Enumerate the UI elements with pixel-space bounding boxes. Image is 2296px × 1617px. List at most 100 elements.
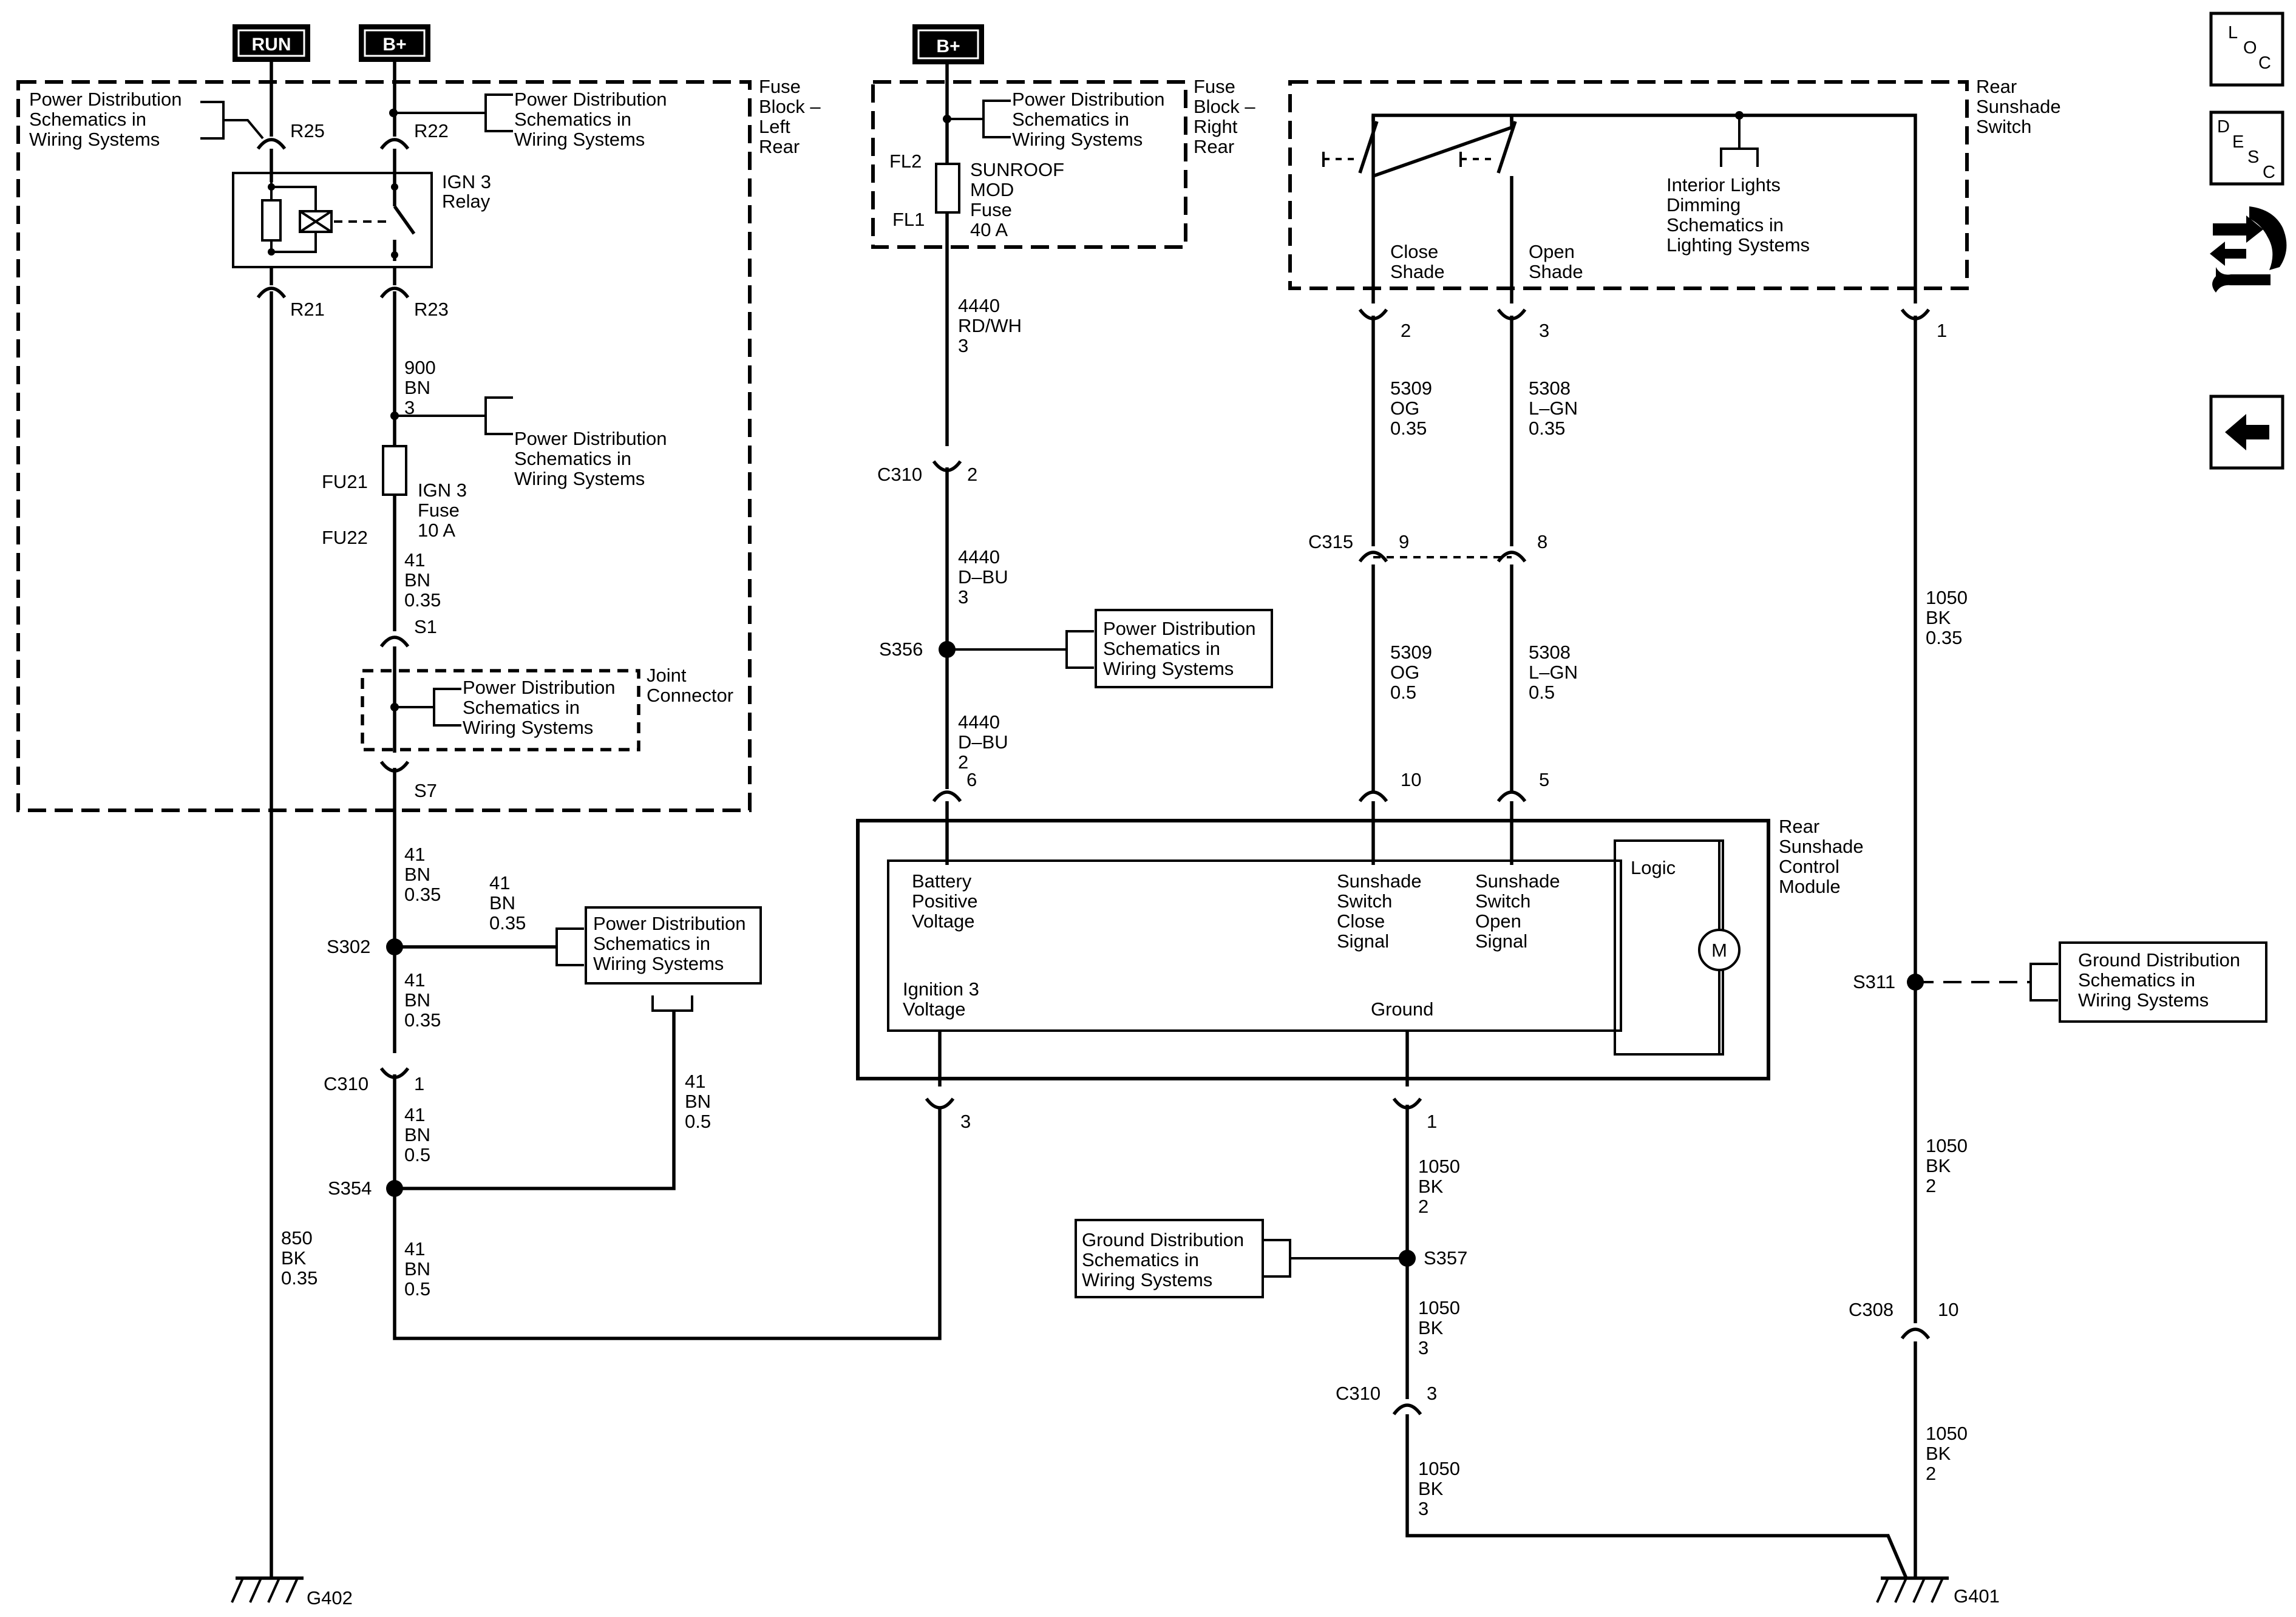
c310-left-label: C310 [324, 1073, 369, 1094]
svg-text:C: C [2258, 53, 2271, 73]
rear-sunshade-control-module [856, 819, 1770, 1080]
ref-ground-dist-s311: Ground Distribution Schematics in Wiring… [2078, 949, 2246, 1011]
ref-power-dist-fuse: Power Distribution Schematics in Wiring … [514, 428, 672, 489]
wire-1050-035-label: 1050 BK 0.35 [1926, 587, 1973, 648]
wire-4440-dbu3-label: 4440 D–BU 3 [958, 546, 1013, 608]
ref-power-dist-fbr: Power Distribution Schematics in Wiring … [1012, 89, 1170, 150]
fu22-label: FU22 [322, 527, 368, 548]
battery-positive-voltage-label: Battery Positive Voltage [912, 870, 983, 932]
switch-pin2-label: 2 [1401, 320, 1411, 341]
ref-box-ground-dist-s357[interactable] [1075, 1219, 1264, 1298]
wire-850-label: 850 BK 0.35 [281, 1227, 318, 1289]
wire-41-05-branch-label: 41 BN 0.5 [685, 1071, 716, 1132]
ign3-relay [232, 172, 433, 268]
r25-label: R25 [290, 120, 325, 141]
desc-button[interactable]: D E S C [2209, 110, 2284, 186]
bplus-source-mid: B+ [912, 24, 984, 64]
fuse-block-left-rear-outline [16, 80, 752, 812]
c310-pin2-label: 2 [967, 464, 977, 485]
wire-5309-035-label: 5309 OG 0.35 [1390, 378, 1438, 439]
close-shade-label: Close Shade [1390, 241, 1445, 282]
switch-pin3-label: 3 [1539, 320, 1549, 341]
c308-label: C308 [1849, 1299, 1894, 1320]
relay-label: IGN 3 Relay [442, 171, 497, 212]
relay-coil-x [299, 210, 333, 233]
module-pin1-label: 1 [1427, 1111, 1437, 1132]
run-label: RUN [252, 35, 291, 55]
logic-label: Logic [1631, 857, 1676, 878]
sunroof-fuse-label: SUNROOF MOD Fuse 40 A [970, 159, 1070, 240]
g401-label: G401 [1954, 1585, 2000, 1607]
g402-ground-symbol [231, 1576, 304, 1603]
wire-1050-2-module-label: 1050 BK 2 [1418, 1156, 1466, 1217]
ref-box-ground-dist-s311[interactable] [2059, 941, 2267, 1023]
ignition-voltage-label: Ignition 3 Voltage [903, 978, 984, 1020]
open-shade-switch [1459, 115, 1517, 303]
ref-box-power-dist-s356[interactable] [1095, 609, 1273, 688]
connector-tool-icon[interactable] [2210, 206, 2287, 293]
ref-power-dist-r25: Power Distribution Schematics in Wiring … [29, 89, 187, 150]
r23-label: R23 [414, 299, 449, 320]
ign3-fuse [382, 445, 407, 496]
ref-power-dist-r22: Power Distribution Schematics in Wiring … [514, 89, 672, 150]
fuse-block-right-label: Fuse Block – Right Rear [1194, 76, 1260, 157]
s311-label: S311 [1853, 971, 1895, 992]
open-signal-label: Sunshade Switch Open Signal [1475, 870, 1565, 952]
svg-text:S: S [2247, 147, 2259, 167]
module-pin6-label: 6 [966, 769, 977, 790]
g402-label: G402 [307, 1587, 353, 1609]
c308-pin10-label: 10 [1938, 1299, 1958, 1320]
wire-41-035-b-label: 41 BN 0.35 [404, 969, 441, 1031]
ref-box-power-dist-s302[interactable] [585, 906, 762, 985]
interior-lights-ref: Interior Lights Dimming Schematics in Li… [1666, 174, 1810, 256]
wire-41-035-fb-label: 41 BN 0.35 [404, 549, 441, 611]
module-inner-box [887, 859, 1622, 1032]
loc-button[interactable]: L O C [2209, 12, 2284, 87]
c310-right-label: C310 [1336, 1383, 1381, 1404]
wire-41-05-b-label: 41 BN 0.5 [404, 1238, 436, 1300]
wire-1050-3-b-label: 1050 BK 3 [1418, 1458, 1466, 1519]
svg-text:O: O [2243, 38, 2257, 58]
wire-4440-rdwh-label: 4440 RD/WH 3 [958, 295, 1027, 356]
close-shade-switch [1322, 115, 1379, 303]
motor-label: M [1711, 940, 1727, 961]
fl2-label: FL2 [889, 151, 922, 172]
svg-text:D: D [2217, 117, 2230, 137]
fuse-block-left-label: Fuse Block – Left Rear [759, 76, 826, 157]
r21-label: R21 [290, 299, 325, 320]
c310-pin3-label: 3 [1427, 1383, 1437, 1404]
c315-pin9-label: 9 [1399, 531, 1409, 552]
s356-label: S356 [879, 639, 923, 660]
left-arrow-icon [2225, 414, 2269, 450]
switch-pin1-label: 1 [1937, 320, 1947, 341]
wire-41-035-a-label: 41 BN 0.35 [404, 844, 441, 905]
module-pin10-label: 10 [1401, 769, 1421, 790]
wire-900-label: 900 BN 3 [404, 357, 441, 418]
joint-connector-label: Joint Connector [647, 665, 733, 706]
ref-ground-dist-s357: Ground Distribution Schematics in Wiring… [1082, 1229, 1249, 1290]
fuse-block-right-rear-outline [871, 80, 1187, 249]
ref-power-dist-s356: Power Distribution Schematics in Wiring … [1103, 618, 1261, 679]
close-signal-label: Sunshade Switch Close Signal [1337, 870, 1427, 952]
back-arrow-button[interactable] [2209, 395, 2284, 470]
wire-4440-dbu2-label: 4440 D–BU 2 [958, 711, 1013, 773]
ref-power-dist-joint: Power Distribution Schematics in Wiring … [463, 677, 620, 738]
wire-5308-035-label: 5308 L–GN 0.35 [1529, 378, 1583, 439]
svg-text:E: E [2232, 132, 2244, 152]
c310-pin1-label: 1 [414, 1073, 424, 1094]
ground-label: Ground [1371, 998, 1433, 1020]
relay-coil [261, 199, 282, 242]
bplus-source-left: B+ [359, 24, 430, 62]
bplus-mid-label: B+ [936, 36, 960, 56]
s357-label: S357 [1424, 1247, 1467, 1269]
rear-sunshade-switch-label: Rear Sunshade Switch [1976, 76, 2066, 137]
bplus-left-label: B+ [382, 35, 406, 55]
c315-pin8-label: 8 [1537, 531, 1547, 552]
wire-41-05-a-label: 41 BN 0.5 [404, 1104, 436, 1165]
svg-text:L: L [2228, 23, 2238, 42]
s7-label: S7 [414, 780, 437, 801]
rear-sunshade-switch-outline [1288, 80, 1969, 290]
wire-1050-3-a-label: 1050 BK 3 [1418, 1297, 1466, 1358]
c310-mid-label: C310 [877, 464, 922, 485]
